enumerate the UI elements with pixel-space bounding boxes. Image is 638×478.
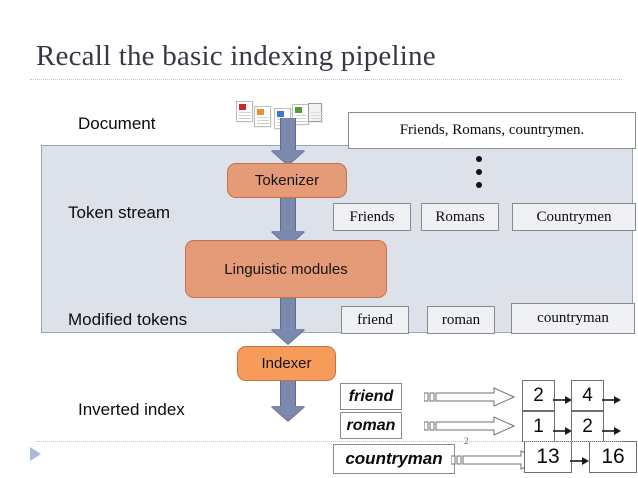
bottom-divider bbox=[36, 441, 622, 442]
process-box-linguistic-modules: Linguistic modules bbox=[185, 240, 387, 298]
posting-block-arrow-icon bbox=[423, 387, 516, 412]
orange-document-icon bbox=[254, 106, 271, 127]
index-term-box: roman bbox=[340, 412, 402, 439]
posting-box: 13 bbox=[524, 441, 572, 473]
posting-block-arrow-icon bbox=[423, 416, 516, 441]
token-box: Romans bbox=[421, 203, 499, 231]
modified-token-box: friend bbox=[341, 306, 409, 334]
posting-box: 2 bbox=[571, 411, 604, 442]
posting-box: 4 bbox=[571, 380, 604, 411]
posting-trailing-arrow-icon bbox=[602, 392, 622, 410]
flow-arrow-down-icon bbox=[271, 118, 305, 165]
posting-link-arrow-icon bbox=[553, 423, 573, 441]
bullet-triangle-icon bbox=[30, 447, 41, 461]
posting-link-arrow-icon bbox=[553, 392, 573, 410]
index-term-box: friend bbox=[340, 383, 402, 410]
index-term-box: countryman bbox=[333, 444, 455, 474]
modified-token-box: countryman bbox=[511, 303, 635, 334]
posting-box: 2 bbox=[522, 380, 555, 411]
posting-link-arrow-icon bbox=[570, 453, 590, 471]
posting-trailing-arrow-icon bbox=[602, 423, 622, 441]
stage-label-document: Document bbox=[78, 114, 156, 133]
title-divider bbox=[30, 79, 622, 80]
stage-label-modified-tokens: Modified tokens bbox=[68, 310, 188, 329]
process-box-indexer: Indexer bbox=[237, 346, 336, 381]
flow-arrow-down-icon bbox=[271, 198, 305, 246]
stage-label-token-stream: Token stream bbox=[68, 203, 171, 222]
process-box-tokenizer: Tokenizer bbox=[227, 163, 347, 198]
token-box: Countrymen bbox=[512, 203, 636, 231]
plain-page-icon bbox=[308, 103, 323, 122]
flow-arrow-down-icon bbox=[271, 381, 305, 421]
posting-box: 16 bbox=[589, 441, 637, 473]
flow-arrow-down-icon bbox=[271, 296, 305, 344]
pdf-document-icon bbox=[236, 101, 253, 122]
posting-box: 1 bbox=[522, 411, 555, 442]
page-title: Recall the basic indexing pipeline bbox=[36, 40, 436, 72]
source-document-box: Friends, Romans, countrymen. bbox=[348, 112, 636, 149]
stage-label-inverted-index: Inverted index bbox=[78, 400, 185, 419]
vertical-ellipsis-icon bbox=[476, 156, 483, 195]
token-box: Friends bbox=[333, 203, 411, 231]
modified-token-box: roman bbox=[427, 306, 495, 334]
